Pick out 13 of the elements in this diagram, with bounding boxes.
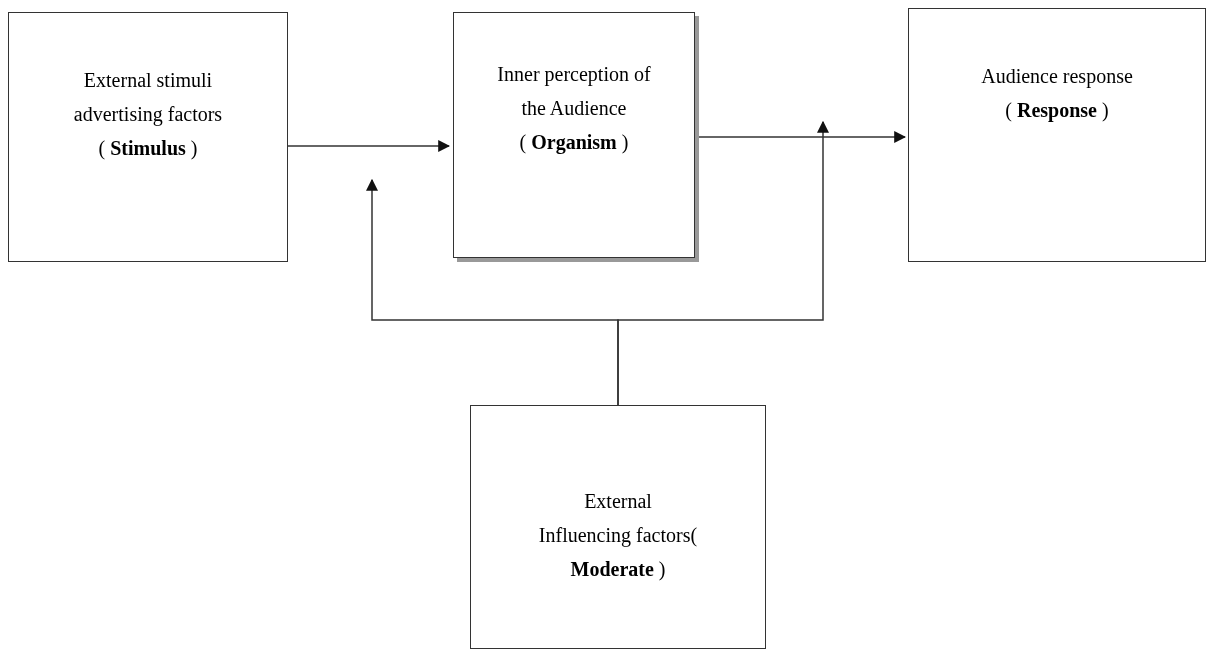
process-box (8, 12, 288, 262)
arrow (287, 140, 451, 152)
box-label: ( Stimulus ) (97, 136, 199, 162)
box-label: Inner perception of the Audience (496, 62, 652, 121)
box-label: Audience response (980, 64, 1134, 90)
box-label: External Influencing factors( Moderate ) (538, 489, 698, 583)
process-box (470, 405, 766, 649)
arrow (698, 131, 907, 143)
box-label: ( Response ) (1004, 98, 1110, 124)
arrow (617, 120, 829, 406)
process-box (908, 8, 1206, 262)
box-label: External stimuli advertising factors (72, 68, 224, 128)
box-label: ( Organism ) (518, 130, 630, 156)
